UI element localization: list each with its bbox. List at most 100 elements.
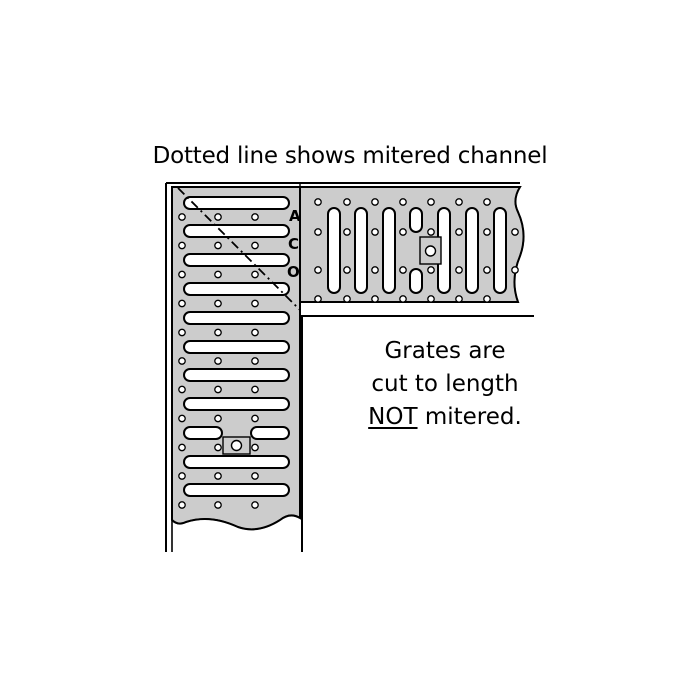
grate-hole [251, 328, 259, 337]
grate-slot [493, 207, 507, 294]
grate-hole [251, 270, 259, 279]
grate-hole [214, 213, 222, 221]
grate-hole [214, 299, 222, 308]
grate-hole [371, 295, 379, 303]
grate-hole [178, 299, 186, 308]
grate-hole [483, 266, 491, 274]
channel-mark-letter: O [287, 263, 300, 281]
grate-slot [183, 426, 223, 440]
grate-hole [455, 198, 463, 206]
grate-slot [183, 253, 290, 267]
grate-slot [382, 207, 396, 294]
grate-hole [343, 228, 351, 236]
grate-hole [483, 228, 491, 236]
grate-slot [183, 368, 290, 382]
grate-hole [214, 357, 222, 365]
grate-hole [399, 228, 407, 236]
grate-hole [511, 266, 519, 274]
grate-hole [455, 228, 463, 236]
grate-hole [399, 295, 407, 303]
channel-mark-letter: A [289, 207, 301, 225]
grate-hole [251, 414, 259, 423]
grate-hole [427, 266, 435, 274]
grate-slot [465, 207, 479, 294]
grate-hole [178, 213, 186, 221]
grate-hole [483, 295, 491, 303]
grate-slot [354, 207, 368, 294]
grate-slot [183, 311, 290, 325]
grate-hole [178, 501, 186, 509]
grate-hole [214, 443, 222, 452]
grate-hole [214, 241, 222, 250]
grate-hole [251, 472, 259, 480]
grate-slot [409, 207, 423, 233]
note-line: Grates are [384, 338, 506, 364]
grate-bottom-cut [171, 514, 301, 531]
horizontal-grate-holes [314, 198, 519, 303]
grate-hole [371, 198, 379, 206]
grate-hole [251, 385, 259, 394]
grate-hole [251, 443, 259, 452]
grate-hole [178, 472, 186, 480]
grate-hole [178, 414, 186, 423]
grate-hole [178, 270, 186, 279]
grate-hole [343, 198, 351, 206]
grate-slot [183, 455, 290, 469]
vertical-grate-holes [178, 213, 259, 509]
horizontal-grate-locking-bolt [419, 236, 442, 265]
grate-hole [214, 414, 222, 423]
grate-hole [427, 295, 435, 303]
grate-hole [511, 228, 519, 236]
grate-hole [178, 385, 186, 394]
grate-slot [183, 196, 290, 210]
grate-hole [314, 198, 322, 206]
grate-hole [343, 266, 351, 274]
note-line-rest: mitered. [417, 404, 522, 430]
grate-hole [178, 357, 186, 365]
grate-hole [251, 213, 259, 221]
grate-hole [371, 266, 379, 274]
vertical-grate-locking-bolt [222, 436, 251, 455]
grate-hole [251, 241, 259, 250]
grate-hole [214, 385, 222, 394]
grate-hole [214, 328, 222, 337]
vertical-grate-section [171, 186, 301, 531]
grate-hole [251, 299, 259, 308]
grate-slot [183, 340, 290, 354]
grate-slot [183, 483, 290, 497]
grate-right-cut [513, 186, 525, 303]
grate-hole [343, 295, 351, 303]
grate-hole [371, 228, 379, 236]
note-line: cut to length [371, 371, 519, 397]
grate-slot [183, 397, 290, 411]
caption-text: Dotted line shows mitered channel [152, 143, 548, 169]
grate-note: Grates are cut to length NOT mitered. [340, 340, 550, 439]
grate-hole [455, 295, 463, 303]
grate-slot [327, 207, 341, 294]
note-line: NOT mitered. [340, 406, 550, 439]
grate-hole [399, 198, 407, 206]
channel-mark-letter: C [288, 235, 299, 253]
grate-hole [214, 501, 222, 509]
grate-slot [183, 224, 290, 238]
grate-hole [314, 266, 322, 274]
grate-hole [427, 228, 435, 236]
grate-hole [314, 228, 322, 236]
grate-hole [427, 198, 435, 206]
grate-hole [251, 357, 259, 365]
grate-hole [483, 198, 491, 206]
grate-slot [183, 282, 290, 296]
grate-hole [178, 328, 186, 337]
grate-hole [178, 443, 186, 452]
grate-hole [399, 266, 407, 274]
grate-hole [178, 241, 186, 250]
grate-slot [250, 426, 290, 440]
grate-slot [409, 268, 423, 294]
grate-hole [251, 501, 259, 509]
note-emphasis: NOT [368, 404, 418, 430]
grate-hole [314, 295, 322, 303]
grate-hole [214, 472, 222, 480]
grate-hole [455, 266, 463, 274]
